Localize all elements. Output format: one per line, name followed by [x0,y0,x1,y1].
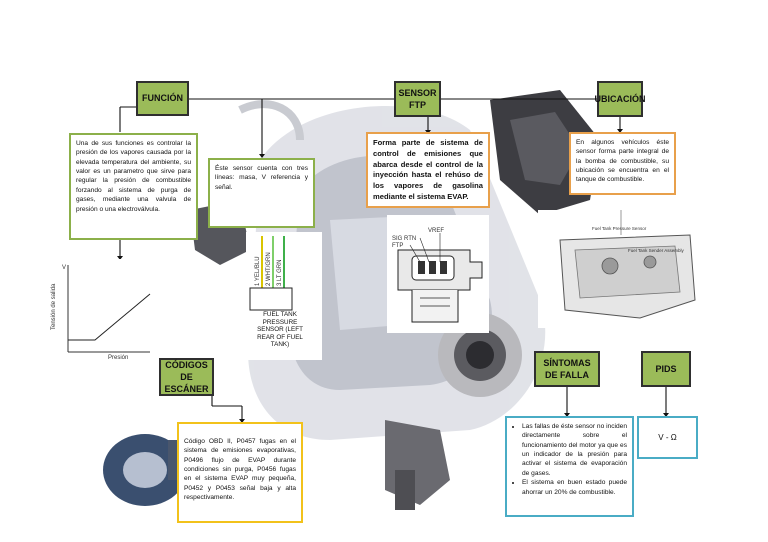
sensor-label: FUEL TANK PRESSURE SENSOR (LEFT REAR OF … [257,311,303,349]
connector-arrowheads [117,129,669,423]
sensor-description-box: Forma parte de sistema de control de emi… [366,132,490,208]
header-pids: PIDS [641,351,691,387]
ubicacion-box: En algunos vehículos éste sensor forma p… [569,132,676,195]
pin-1 [418,261,425,274]
wire-label-3: 3 LT GRN [277,260,283,286]
pin-label-sigrtn: SIG RTN [392,236,416,242]
graph-y-label: Tensión de salida [51,283,57,330]
header-sensor-ftp: SENSOR FTP [394,81,441,117]
sensor-block [249,287,293,311]
sintomas-item-2: El sistema en buen estado puede ahorrar … [522,478,627,497]
sintomas-box: Las fallas de éste sensor no inciden dir… [505,416,634,517]
graph-v-mark: V [62,265,66,271]
sintomas-item-1: Las fallas de éste sensor no inciden dir… [522,422,627,478]
funcion-box: Una de sus funciones es controlar la pre… [69,133,198,240]
pin-label-ftp: FTP [392,243,403,249]
wire-label-1: 1 YEL/BLU [255,256,261,286]
header-funcion: FUNCIÓN [136,81,189,116]
tank-label-2: Fuel Tank Sender Assembly [628,248,684,253]
graph-panel [40,259,152,363]
header-sintomas: SÍNTOMAS DE FALLA [534,351,600,387]
sensor-photo-bottom-center [385,420,450,510]
pin-3 [440,261,447,274]
pin-2 [429,261,436,274]
pin-label-vref: VREF [428,228,444,234]
graph-curve [68,293,151,341]
header-ubicacion: UBICACIÓN [595,81,646,117]
header-codigos: CÓDIGOS DE ESCÁNER [159,358,214,396]
tank-label-1: Fuel Tank Pressure Sensor [592,226,647,231]
pids-box: V - Ω [637,416,698,459]
wire-label-2: 2 WHT/GRN [266,252,272,286]
sintomas-list: Las fallas de éste sensor no inciden dir… [512,422,627,497]
graph-x-label: Presión [108,355,128,361]
codigos-box: Código OBD II, P0457 fugas en el sistema… [177,422,303,523]
sensor-photo-round [438,313,522,397]
wires-description-box: Éste sensor cuenta con tres líneas: masa… [208,158,315,228]
